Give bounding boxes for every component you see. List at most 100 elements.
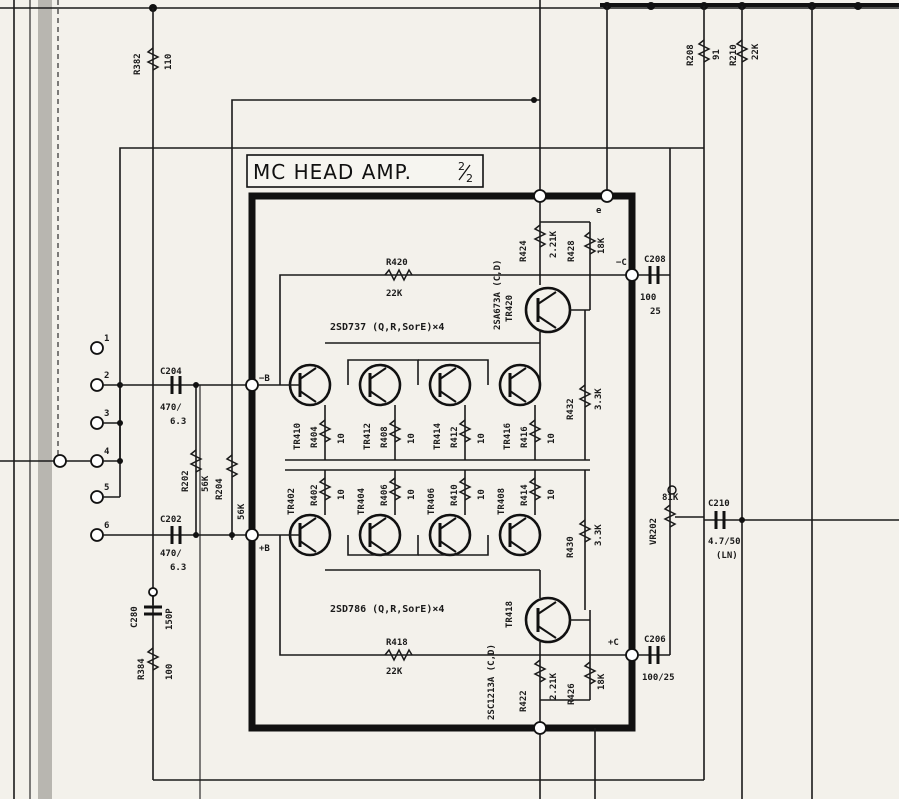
r406-value: 10 xyxy=(407,489,417,500)
pin-4-label: 4 xyxy=(104,447,110,457)
tr404-emitter xyxy=(369,517,387,530)
c204-ref: C204 xyxy=(160,367,182,377)
pin-3-label: 3 xyxy=(104,409,109,419)
transistor-tr414 xyxy=(428,363,472,407)
resistor-r432 xyxy=(578,384,592,408)
r384-value: 100 xyxy=(165,664,175,680)
tr410-collector xyxy=(299,367,317,380)
junction xyxy=(531,97,537,103)
tr414-ref: TR414 xyxy=(433,422,443,450)
resistor-r382 xyxy=(146,47,160,71)
tr406-ref: TR406 xyxy=(427,488,437,515)
wire xyxy=(347,535,419,556)
pin-6[interactable] xyxy=(90,528,104,542)
tr408-collector xyxy=(509,540,527,553)
r382-ref: R382 xyxy=(133,53,143,75)
transistor-tr412 xyxy=(358,363,402,407)
tr410-group: TR410 xyxy=(258,363,332,450)
r412-ref: R412 xyxy=(450,426,460,448)
feed-wire-loop xyxy=(119,147,704,460)
r428-ref: R428 xyxy=(567,240,577,262)
title-text: MC HEAD AMP. xyxy=(253,160,412,184)
ground-terminal xyxy=(53,454,67,468)
r408-value: 10 xyxy=(407,433,417,444)
c206-value: 100/25 xyxy=(642,673,675,683)
r420-ref: R420 xyxy=(386,258,408,268)
r204-ref: R204 xyxy=(215,478,225,500)
resistor-r204 xyxy=(225,454,239,478)
r414-ref: R414 xyxy=(520,484,530,506)
pin-5[interactable] xyxy=(90,490,104,504)
r424-value: 2.21K xyxy=(549,230,559,258)
pin-1[interactable] xyxy=(90,341,104,355)
tr420-part: 2SA673A (C,D) xyxy=(493,260,503,330)
tr418-emitter xyxy=(537,625,557,639)
r410-ref: R410 xyxy=(450,484,460,506)
c206-ref: C206 xyxy=(644,635,666,645)
junction xyxy=(193,382,199,388)
c210-value: 4.7/50 xyxy=(708,537,741,547)
pin-2-label: 2 xyxy=(104,371,109,381)
wire-r420 xyxy=(279,274,590,385)
tr410-ref: TR410 xyxy=(293,423,303,450)
pin-2[interactable] xyxy=(90,378,104,392)
r418-ref: R418 xyxy=(386,638,408,648)
resistor-r418 xyxy=(384,648,413,662)
junction xyxy=(193,532,199,538)
tr420-collector xyxy=(537,291,557,305)
r426-ref: R426 xyxy=(567,683,577,705)
pin-4[interactable] xyxy=(90,454,104,468)
tr410-emitter xyxy=(299,390,317,403)
tr412-emitter xyxy=(369,390,387,403)
tr412-group: TR412 xyxy=(358,363,402,450)
title-frac-num: 2 xyxy=(458,160,465,173)
left-bus-shield xyxy=(38,0,52,799)
tr414-group: TR414 xyxy=(428,363,472,450)
r404-ref: R404 xyxy=(310,426,320,448)
resistor-r384 xyxy=(146,647,160,671)
resistor-r402 xyxy=(318,477,332,501)
resistor-r416 xyxy=(528,419,542,443)
resistor-r406 xyxy=(388,477,402,501)
tr412-collector xyxy=(369,367,387,380)
tr408-emitter xyxy=(509,517,527,530)
title-box xyxy=(246,154,484,188)
r208-value: 91 xyxy=(712,49,722,60)
junction xyxy=(854,2,862,10)
label-plus-b: +B xyxy=(259,544,270,554)
tr416-collector xyxy=(509,367,527,380)
c208-value-bot: 25 xyxy=(650,307,661,317)
transistor-tr420 xyxy=(524,286,572,334)
node-minus-c xyxy=(625,268,639,282)
tr416-emitter xyxy=(509,390,527,403)
r412-value: 10 xyxy=(477,433,487,444)
top-emitter-resistors: R404 10 R408 10 R412 10 R416 10 xyxy=(310,405,557,460)
resistor-r410 xyxy=(458,477,472,501)
tr412-ref: TR412 xyxy=(363,423,373,450)
node-plus-c xyxy=(625,648,639,662)
tr408-ref: TR408 xyxy=(497,488,507,515)
c208-value-top: 100 xyxy=(640,293,656,303)
resistor-r420 xyxy=(384,268,413,282)
tr402-collector xyxy=(299,540,317,553)
tr406-group: TR406 xyxy=(427,488,472,557)
r382-value: 110 xyxy=(164,54,174,70)
r406-ref: R406 xyxy=(380,484,390,506)
pin-3[interactable] xyxy=(90,416,104,430)
r410-value: 10 xyxy=(477,489,487,500)
c280-value: 150P xyxy=(165,608,175,630)
node-minus-b xyxy=(245,378,259,392)
r430-ref: R430 xyxy=(566,536,576,558)
r402-value: 10 xyxy=(337,489,347,500)
r432-value: 3.3K xyxy=(594,388,604,410)
wire xyxy=(418,359,489,385)
module-box xyxy=(248,192,636,732)
tr402-ref: TR402 xyxy=(287,488,297,515)
tr414-collector xyxy=(439,367,457,380)
tr406-emitter xyxy=(439,517,457,530)
tr418-ref: TR418 xyxy=(505,601,515,628)
resistor-r210 xyxy=(735,39,749,63)
r422-ref: R422 xyxy=(519,690,529,712)
c280-ref: C280 xyxy=(130,606,140,628)
